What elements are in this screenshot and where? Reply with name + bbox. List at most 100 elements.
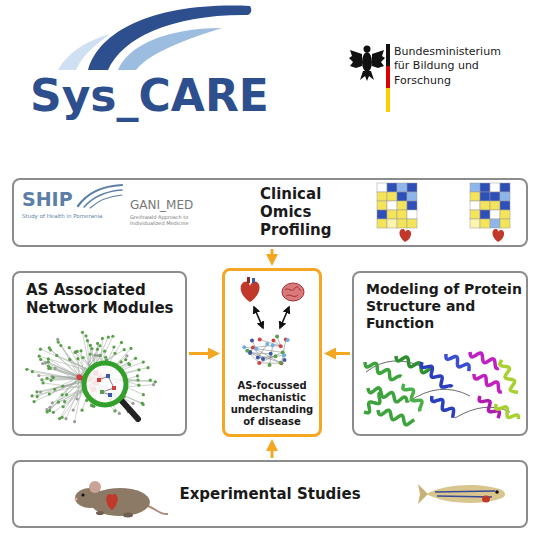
network-illustration xyxy=(101,337,104,340)
network-illustration xyxy=(55,354,58,357)
network-illustration xyxy=(76,397,79,400)
cohort-logo-text: GANI_MED xyxy=(130,199,220,212)
federal-eagle xyxy=(349,46,385,82)
network-illustration xyxy=(60,416,63,419)
omics-heatmap xyxy=(387,183,397,192)
network-illustration xyxy=(56,338,59,341)
zebrafish-illustration xyxy=(482,496,490,503)
box-heading: AS Associated Network Modules xyxy=(26,281,183,317)
organ-icons xyxy=(282,283,304,301)
omics-panel: Clinical Omics Profiling xyxy=(12,178,528,247)
flag-bar xyxy=(386,66,390,88)
network-illustration xyxy=(39,376,79,378)
organ-icons xyxy=(247,277,250,283)
network-illustration xyxy=(112,386,116,390)
cohort-subtitle: Study of Health in Pomerania xyxy=(22,213,122,220)
network-illustration xyxy=(61,385,64,388)
protein-illustration xyxy=(396,356,432,373)
network-illustration xyxy=(96,348,99,351)
network-illustration xyxy=(134,357,137,360)
flow-arrow xyxy=(271,249,274,256)
mechanism-illustration xyxy=(271,343,275,347)
mechanism-illustration xyxy=(269,352,273,356)
network-illustration xyxy=(113,409,116,412)
network-illustration xyxy=(137,384,140,387)
logo-arcs xyxy=(58,34,110,70)
protein-illustration xyxy=(470,352,499,369)
network-illustration xyxy=(96,354,99,357)
network-illustration xyxy=(68,346,71,349)
omics-heatmap xyxy=(407,201,417,210)
omics-heatmap xyxy=(490,219,500,228)
network-illustration xyxy=(32,400,35,403)
omics-heatmap xyxy=(480,183,490,192)
box-heading: AS-focussed mechanistic understanding of… xyxy=(228,380,316,428)
omics-heatmap xyxy=(387,201,397,210)
cohort-logo-arcs xyxy=(78,185,122,208)
network-illustration xyxy=(119,360,122,363)
network-illustration xyxy=(72,409,75,412)
mechanism-illustration xyxy=(254,307,263,328)
mechanism-illustration xyxy=(254,347,258,351)
network-illustration xyxy=(57,401,60,404)
flow-arrow xyxy=(189,352,210,355)
cohort-logo-arcs xyxy=(84,190,122,207)
network-illustration xyxy=(51,401,54,404)
network-illustration xyxy=(37,374,40,377)
organ-icons xyxy=(241,281,260,302)
network-illustration xyxy=(57,340,60,343)
network-illustration xyxy=(108,393,112,397)
protein-illustration xyxy=(403,384,422,411)
mechanism-illustration xyxy=(279,361,283,365)
network-illustration xyxy=(118,412,121,415)
network-illustration xyxy=(142,393,145,396)
mechanism-illustration xyxy=(250,352,271,354)
network-illustration xyxy=(61,393,64,396)
organ-icons xyxy=(286,295,298,296)
cohort-logo-arcs xyxy=(90,195,122,208)
mechanism-illustration xyxy=(257,361,261,365)
network-illustration xyxy=(149,379,152,382)
omics-heatmap xyxy=(397,219,407,228)
network-illustration xyxy=(52,376,55,379)
omics-heatmap xyxy=(490,192,500,201)
network-illustration xyxy=(89,353,92,356)
federal-eagle xyxy=(349,50,362,68)
mechanism-illustration xyxy=(265,342,269,346)
network-illustration xyxy=(91,404,94,407)
omics-heatmap xyxy=(490,210,500,219)
flag-bar xyxy=(386,88,390,112)
network-illustration xyxy=(84,363,126,405)
flag-bar xyxy=(386,44,390,66)
cohort-subtitle: Greifswald Approach to Individualized Me… xyxy=(130,214,220,226)
mechanism-illustration xyxy=(279,361,283,365)
network-illustration xyxy=(90,404,93,407)
network-illustration xyxy=(47,357,50,360)
network-illustration xyxy=(31,370,34,373)
omics-heatmap xyxy=(500,210,510,219)
mechanism-illustration xyxy=(250,352,280,363)
protein-illustration xyxy=(500,360,518,392)
omics-heatmap xyxy=(377,183,387,192)
mechanism-illustration xyxy=(261,357,265,361)
omics-heatmap xyxy=(377,219,387,228)
network-illustration xyxy=(142,360,145,363)
box-heading: Modeling of Protein Structure and Functi… xyxy=(366,281,522,331)
zebrafish-illustration xyxy=(418,484,505,504)
network-illustration xyxy=(25,331,157,424)
mouse-illustration xyxy=(81,493,84,496)
omics-heatmap xyxy=(480,210,490,219)
mechanism-illustration xyxy=(245,349,249,353)
network-illustration xyxy=(40,378,43,381)
network-illustration xyxy=(141,402,144,405)
federal-eagle xyxy=(364,46,371,53)
omics-heatmap xyxy=(407,219,417,228)
omics-heatmap xyxy=(470,219,480,228)
network-illustration xyxy=(137,368,140,371)
omics-heatmap xyxy=(480,219,490,228)
omics-heatmap xyxy=(377,192,387,201)
network-illustration xyxy=(48,406,51,409)
federal-eagle xyxy=(360,71,374,81)
omics-heatmap xyxy=(387,219,397,228)
network-illustration xyxy=(121,400,138,419)
